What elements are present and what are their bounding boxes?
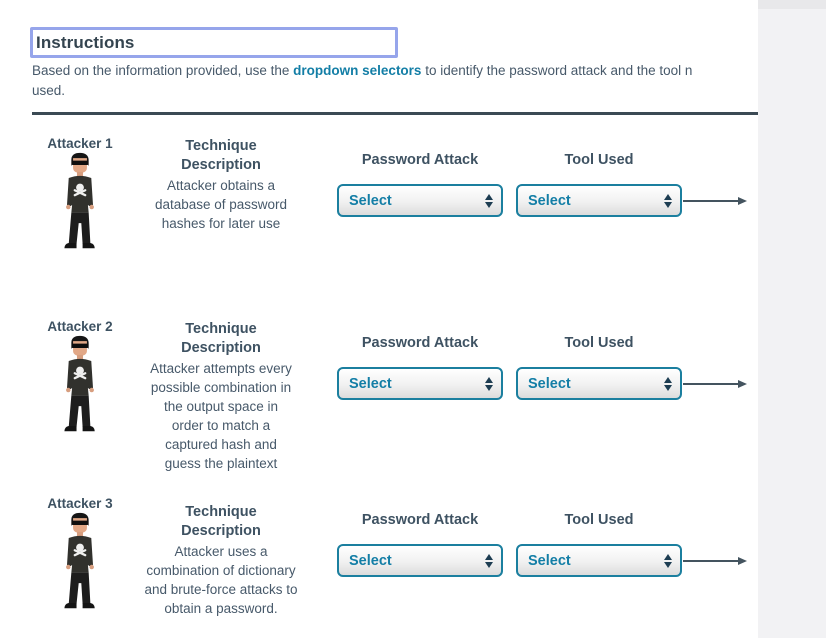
attacker-2-label: Attacker 2 [47,319,113,334]
attacker-3-tool-used-select[interactable]: Select [516,544,682,577]
instructions-text-line2: used. [32,83,66,98]
attacker-1-password-attack-value: Select [349,192,392,209]
lab-content-area: Instructions Based on the information pr… [0,27,758,638]
intro-text-before: Based on the information provided, use t… [32,63,294,78]
right-background-panel [758,9,826,638]
technique-header-line1: Technique [185,504,257,520]
attacker-3-password-attack-select[interactable]: Select [337,544,503,577]
up-down-spinner-icon [477,186,501,215]
password-attack-header: Password Attack [361,335,479,351]
attacker-3-label: Attacker 3 [47,496,113,511]
attacker-1-tool-used-select[interactable]: Select [516,184,682,217]
up-down-spinner-icon [477,546,501,575]
password-attack-header: Password Attack [361,512,479,528]
attacker-3-technique-description: Attacker uses a combination of dictionar… [144,544,298,616]
instructions-title: Instructions [36,32,135,52]
instructions-paragraph: Based on the information provided, use t… [32,61,758,101]
instructions-heading-box[interactable]: Instructions [30,27,398,58]
attacker-1-password-attack-select[interactable]: Select [337,184,503,217]
password-attack-header: Password Attack [361,152,479,168]
attacker-2-technique-description: Attacker attempts every possible combina… [150,361,292,471]
attacker-2-password-attack-value: Select [349,375,392,392]
technique-header-line1: Technique [185,138,257,154]
attacker-row-3: Attacker 3 Technique Description Attacke… [0,496,758,638]
attacker-row-2: Attacker 2 Technique Description Attacke… [0,319,758,504]
attacker-3-tool-used-value: Select [528,552,571,569]
right-arrow-icon [683,555,747,566]
attacker-1-label: Attacker 1 [47,136,113,151]
technique-header-line2: Description [181,340,261,356]
attacker-2-tool-used-select[interactable]: Select [516,367,682,400]
technique-description-header: Technique Description [121,137,321,175]
intro-text-after: to identify the password attack and the … [421,63,693,78]
up-down-spinner-icon [656,546,680,575]
tool-used-header: Tool Used [564,512,634,528]
attacker-2-password-attack-select[interactable]: Select [337,367,503,400]
dropdown-selectors-emphasis: dropdown selectors [293,63,422,78]
technique-header-line2: Description [181,157,261,173]
up-down-spinner-icon [477,369,501,398]
tool-used-header: Tool Used [564,335,634,351]
attacker-1-technique-description: Attacker obtains a database of password … [154,178,288,231]
instructions-text-line1: Based on the information provided, use t… [32,61,758,81]
attacker-3-password-attack-value: Select [349,552,392,569]
technique-header-line1: Technique [185,321,257,337]
section-divider [32,112,758,115]
right-arrow-icon [683,378,747,389]
up-down-spinner-icon [656,369,680,398]
attacker-1-avatar [64,152,95,249]
attacker-3-avatar [64,512,95,609]
attacker-1-tool-used-value: Select [528,192,571,209]
attacker-row-1: Attacker 1 Technique Description Attacke… [0,136,758,321]
up-down-spinner-icon [656,186,680,215]
technique-header-line2: Description [181,523,261,539]
right-arrow-icon [683,195,747,206]
attacker-2-tool-used-value: Select [528,375,571,392]
technique-description-header: Technique Description [121,320,321,358]
technique-description-header: Technique Description [121,503,321,541]
tool-used-header: Tool Used [564,152,634,168]
attacker-2-avatar [64,335,95,432]
